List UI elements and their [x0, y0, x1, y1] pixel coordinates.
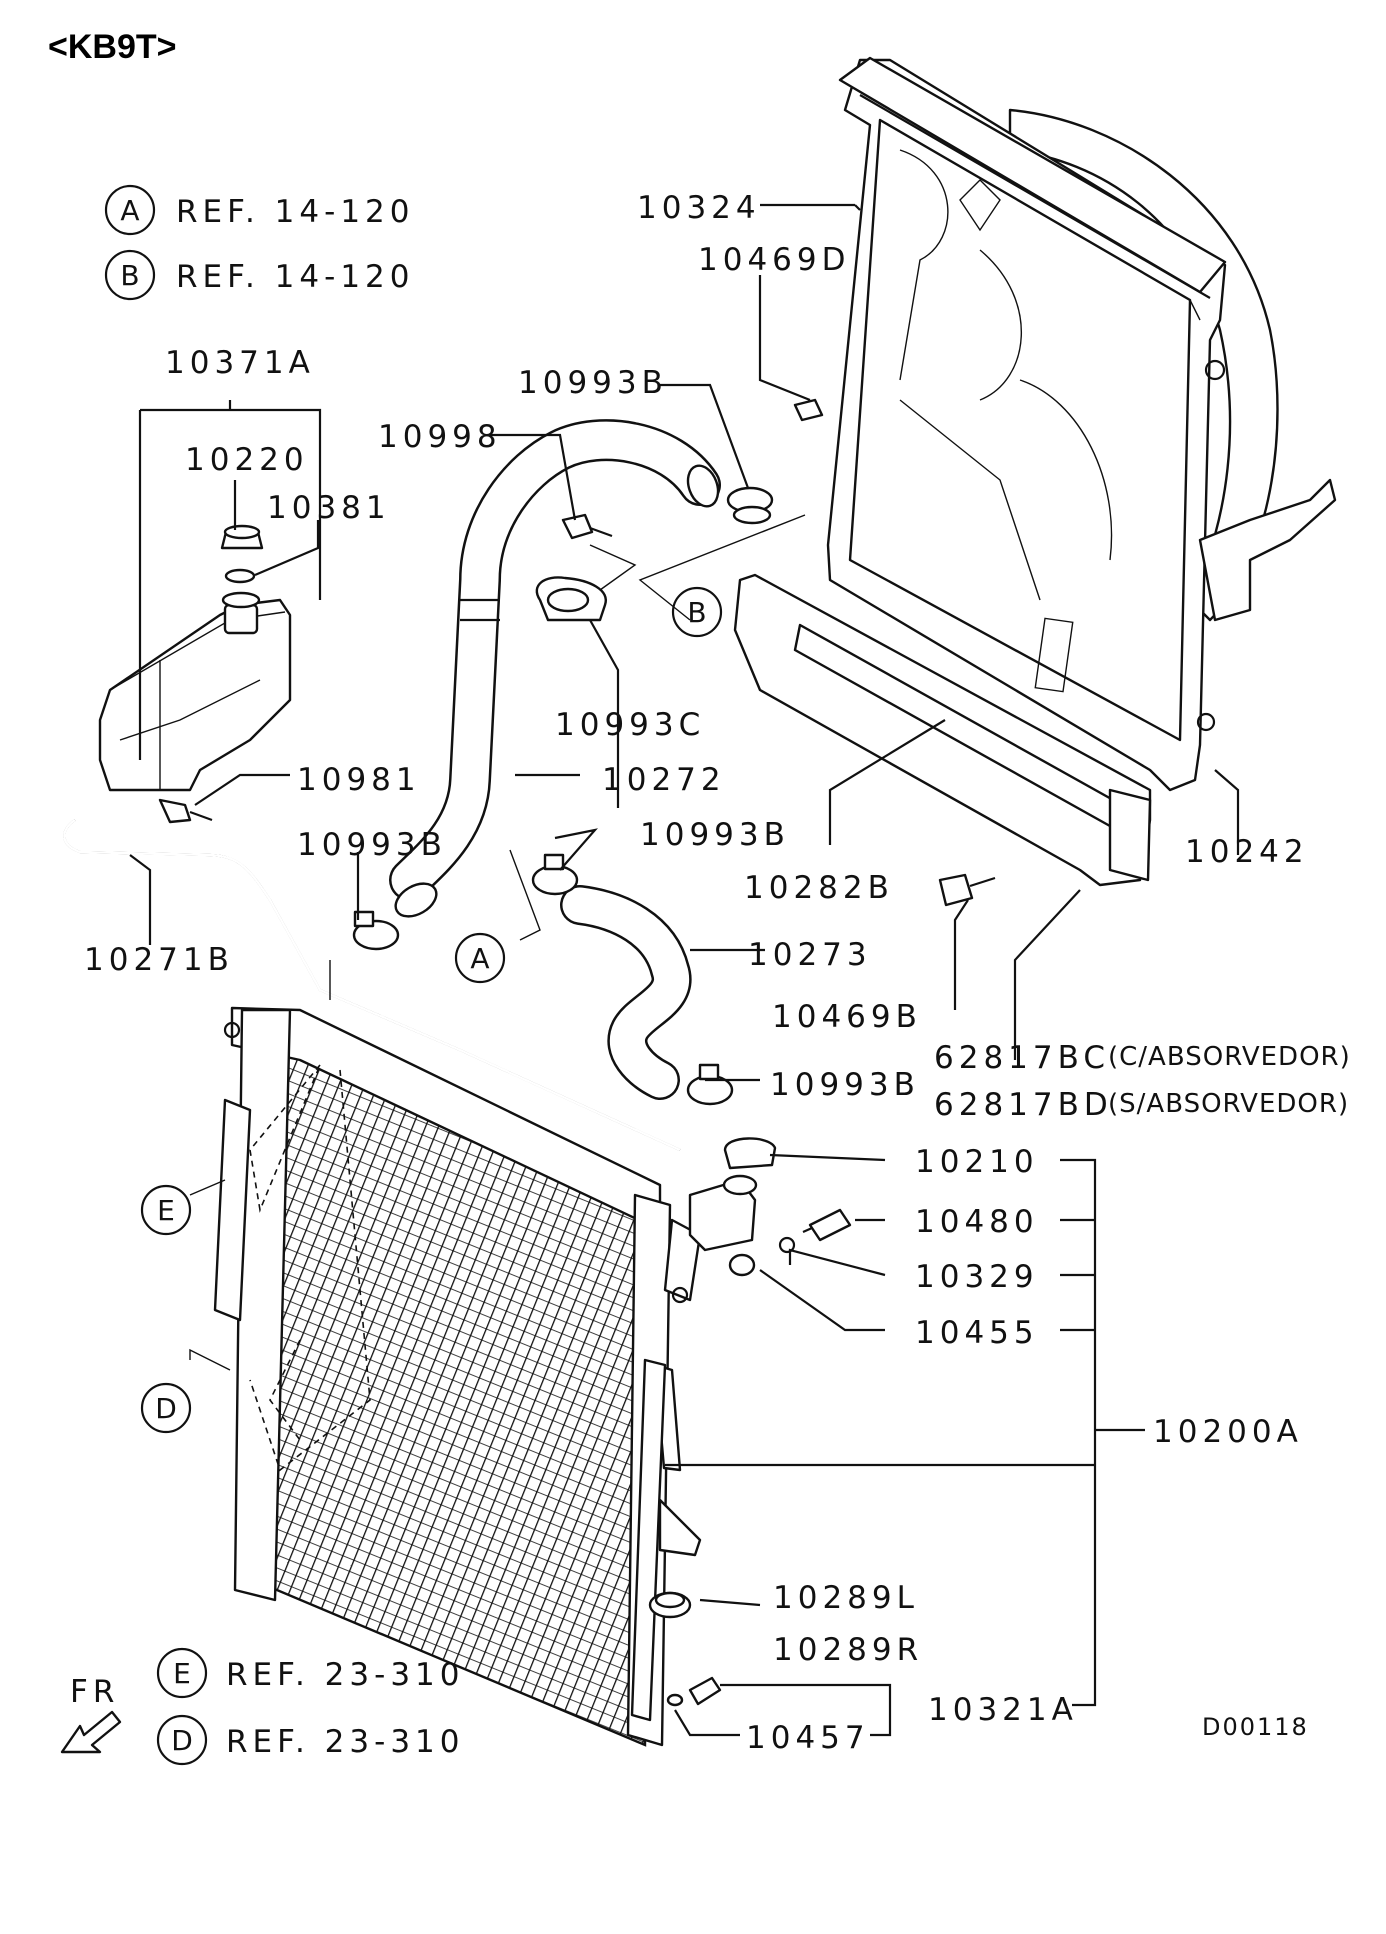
part-label-10998: 10998	[378, 419, 502, 455]
hose-clamp-mid	[531, 853, 579, 896]
reference-a-letter: A	[120, 194, 139, 227]
callout-b-letter: B	[687, 596, 706, 629]
hose-clamp-left	[352, 910, 400, 951]
reference-e-legend: E REF. 23-310	[156, 1647, 465, 1699]
reference-d-circle	[156, 1714, 208, 1766]
hose-clamp-upper	[726, 486, 774, 525]
part-label-10329: 10329	[915, 1259, 1039, 1295]
part-label-10371a: 10371A	[165, 345, 315, 381]
diagram-code: D00118	[1202, 1713, 1309, 1741]
part-label-10993b-left: 10993B	[297, 827, 447, 863]
upper-hose-drawing	[389, 419, 721, 918]
reference-a-circle	[104, 184, 156, 236]
reference-e-letter: E	[173, 1657, 191, 1690]
reference-e-text: REF. 23-310	[226, 1657, 465, 1693]
part-label-10455: 10455	[915, 1315, 1039, 1351]
hose-clamp-10993c	[535, 576, 607, 622]
bolt-10998	[561, 513, 594, 540]
part-label-10993c: 10993C	[555, 707, 705, 743]
part-label-10210: 10210	[915, 1144, 1039, 1180]
part-label-10321a: 10321A	[928, 1692, 1078, 1728]
lower-hose-drawing	[560, 885, 692, 1100]
callout-a-letter: A	[470, 942, 489, 975]
reference-d-letter: D	[171, 1724, 193, 1757]
callout-d-letter: D	[155, 1392, 177, 1425]
callout-a: A	[454, 932, 506, 984]
radiator-drawing	[213, 873, 996, 1747]
part-label-10200a: 10200A	[1153, 1414, 1303, 1450]
bolt-10469d	[793, 398, 824, 422]
reference-b-text: REF. 14-120	[176, 259, 415, 295]
part-label-10272: 10272	[602, 762, 726, 798]
lower-shroud-drawing	[733, 573, 1152, 887]
reference-d-legend: D REF. 23-310	[156, 1714, 465, 1766]
part-label-10993b-mid: 10993B	[640, 817, 790, 853]
reference-b-legend: B REF. 14-120	[104, 249, 415, 301]
part-label-10282b: 10282B	[744, 870, 894, 906]
front-direction-label: FR	[70, 1674, 119, 1710]
hose-clamp-low	[686, 1063, 734, 1106]
reference-e-circle	[156, 1647, 208, 1699]
part-label-10324: 10324	[637, 190, 761, 226]
part-label-10469d: 10469D	[698, 242, 851, 278]
callout-e-letter: E	[157, 1194, 175, 1227]
model-code-title: <KB9T>	[48, 28, 177, 66]
part-label-10271b: 10271B	[84, 942, 234, 978]
part-label-10993b-top: 10993B	[518, 365, 668, 401]
reference-a-legend: A REF. 14-120	[104, 184, 415, 236]
front-arrow-icon	[60, 1710, 122, 1754]
reference-b-letter: B	[120, 259, 139, 292]
part-label-10289r: 10289R	[773, 1632, 923, 1668]
part-note-62817bc: (C/ABSORVEDOR)	[1108, 1042, 1351, 1072]
part-label-10273: 10273	[748, 937, 872, 973]
part-label-10381: 10381	[267, 490, 391, 526]
callout-b: B	[671, 586, 723, 638]
part-label-10289l: 10289L	[773, 1580, 919, 1616]
reference-a-text: REF. 14-120	[176, 194, 415, 230]
part-label-10242: 10242	[1185, 834, 1309, 870]
part-label-10981: 10981	[297, 762, 421, 798]
callout-d: D	[140, 1382, 192, 1434]
part-label-10469b: 10469B	[772, 999, 922, 1035]
fan-shroud-drawing	[826, 56, 1337, 792]
front-direction-indicator: FR	[60, 1674, 122, 1754]
reference-d-text: REF. 23-310	[226, 1724, 465, 1760]
part-label-10993b-low: 10993B	[770, 1067, 920, 1103]
part-label-10457: 10457	[746, 1720, 870, 1756]
part-label-62817bc: 62817BC	[934, 1040, 1110, 1076]
part-label-10220: 10220	[185, 442, 309, 478]
part-label-62817bd: 62817BD	[934, 1087, 1113, 1123]
callout-e: E	[140, 1184, 192, 1236]
reference-b-circle	[104, 249, 156, 301]
part-note-62817bd: (S/ABSORVEDOR)	[1108, 1089, 1349, 1119]
leader-lines	[129, 203, 1240, 1737]
reservoir-tank-drawing	[98, 524, 292, 824]
part-label-10480: 10480	[915, 1204, 1039, 1240]
